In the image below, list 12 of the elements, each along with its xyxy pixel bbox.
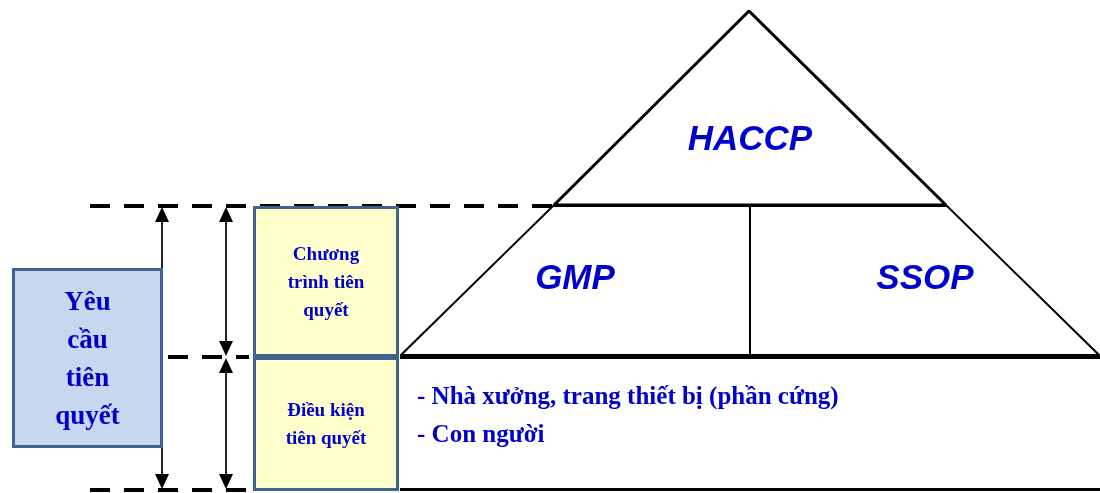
box-label: Chương trình tiên quyết <box>286 241 366 322</box>
program-box <box>253 206 399 357</box>
section-label: SSOP <box>876 256 974 299</box>
section-label: GMP <box>535 256 615 299</box>
foundation-band <box>400 355 1100 491</box>
bullet-text: - Nhà xưởng, trang thiết bị (phần cứng) <box>417 381 839 412</box>
section-label: HACCP <box>687 116 813 159</box>
requirement-box <box>12 268 163 448</box>
box-label: Điều kiện tiên quyết <box>284 398 368 450</box>
box-label: Yêu cầu tiên quyết <box>54 285 121 432</box>
bullet-text: - Con người <box>417 419 545 449</box>
program-box <box>253 357 399 491</box>
